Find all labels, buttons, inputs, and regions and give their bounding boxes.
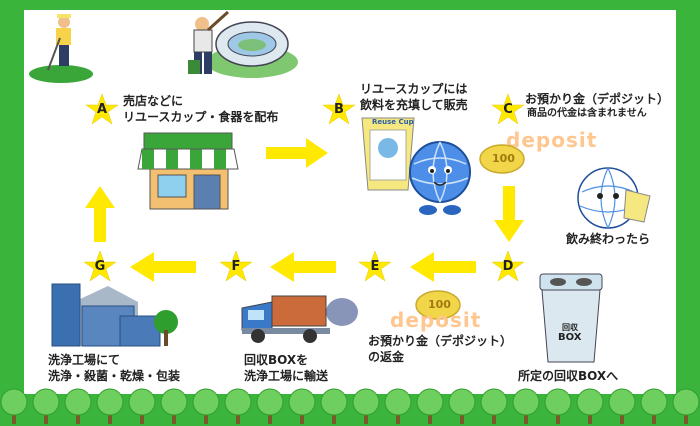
tree-row-decoration: [0, 388, 700, 424]
tree-crown: [640, 388, 668, 416]
step-d-star-icon: [491, 250, 525, 282]
step-a-star-icon: [85, 93, 119, 125]
tree-crown: [576, 388, 604, 416]
arrow-e-to-f: [270, 252, 336, 282]
tree-crown: [128, 388, 156, 416]
tree-crown: [288, 388, 316, 416]
tree-crown: [448, 388, 476, 416]
step-a-letter: A: [96, 102, 108, 117]
tree-trunk: [556, 410, 560, 424]
coin-value-bottom: 100: [428, 298, 451, 311]
tree-crown: [544, 388, 572, 416]
tree-trunk: [588, 410, 592, 424]
refund-coin-icon: [415, 290, 461, 320]
tree-crown: [256, 388, 284, 416]
factory-illustration: [51, 283, 178, 347]
step-c-text-line1: お預かり金（デポジット）: [525, 92, 670, 106]
tree-crown: [32, 388, 60, 416]
after-drinking-label: 飲み終わったら: [566, 232, 651, 246]
step-g-star-icon: [83, 250, 117, 282]
tree-trunk: [364, 410, 368, 424]
step-g-letter: G: [94, 259, 106, 274]
step-g-text-line1: 洗浄工場にて: [48, 353, 121, 367]
tree-crown: [0, 388, 28, 416]
tree-crown: [64, 388, 92, 416]
step-c-letter: C: [503, 102, 513, 117]
tree-trunk: [460, 410, 464, 424]
arrow-a-to-b: [266, 138, 328, 168]
tree-trunk: [652, 410, 656, 424]
step-e-text-line2: の返金: [368, 350, 405, 364]
tree-crown: [384, 388, 412, 416]
globe-mascot-icon: [409, 141, 471, 215]
reuse-cup-illustration: [361, 117, 415, 191]
tree-crown: [96, 388, 124, 416]
step-a-text-line1: 売店などに: [123, 94, 184, 108]
step-b-text-line1: リユースカップには: [360, 82, 468, 96]
step-c-text-line2: 商品の代金は含まれません: [527, 108, 647, 119]
arrow-f-to-g: [130, 252, 196, 282]
arrow-d-to-e: [410, 252, 476, 282]
tree-crown: [512, 388, 540, 416]
step-a-text-line2: リユースカップ・食器を配布: [123, 110, 279, 124]
deposit-watermark-top: deposit: [506, 128, 598, 152]
tree-trunk: [396, 410, 400, 424]
box-label-bottom: BOX: [558, 332, 582, 343]
step-f-letter: F: [231, 259, 241, 274]
step-c-star-icon: [491, 93, 525, 125]
stadium-illustration: [188, 10, 298, 78]
golfer-illustration: [29, 14, 93, 83]
step-e-text-line1: お預かり金（デポジット）: [368, 334, 513, 348]
step-g-text-line2: 洗浄・殺菌・乾燥・包装: [48, 369, 181, 383]
step-f-star-icon: [219, 250, 253, 282]
tree-trunk: [332, 410, 336, 424]
tree-trunk: [108, 410, 112, 424]
step-b-letter: B: [334, 102, 344, 117]
shop-illustration: [137, 132, 239, 210]
coin-value-top: 100: [492, 152, 515, 165]
drinking-globe-mascot-icon: [577, 167, 651, 229]
tree-trunk: [44, 410, 48, 424]
tree-crown: [672, 388, 700, 416]
tree-trunk: [268, 410, 272, 424]
tree-trunk: [236, 410, 240, 424]
step-e-letter: E: [370, 259, 380, 274]
step-b-star-icon: [322, 93, 356, 125]
tree-crown: [480, 388, 508, 416]
tree-crown: [352, 388, 380, 416]
tree-crown: [192, 388, 220, 416]
tree-trunk: [524, 410, 528, 424]
tree-trunk: [76, 410, 80, 424]
arrow-c-to-d: [494, 186, 524, 242]
cup-brand-label: Reuse Cup: [372, 118, 414, 126]
arrow-g-to-a: [85, 186, 115, 242]
tree-crown: [416, 388, 444, 416]
tree-crown: [224, 388, 252, 416]
step-d-text: 所定の回収BOXへ: [518, 369, 619, 383]
step-f-text-line2: 洗浄工場に輸送: [244, 369, 329, 383]
step-e-star-icon: [358, 250, 392, 282]
truck-illustration: [241, 295, 358, 343]
tree-trunk: [684, 410, 688, 424]
tree-trunk: [300, 410, 304, 424]
tree-trunk: [620, 410, 624, 424]
tree-trunk: [204, 410, 208, 424]
collection-box-illustration: [539, 273, 603, 363]
tree-trunk: [428, 410, 432, 424]
box-label-top: 回収: [562, 323, 578, 332]
step-f-text-line1: 回収BOXを: [244, 353, 309, 367]
tree-trunk: [140, 410, 144, 424]
tree-crown: [160, 388, 188, 416]
tree-trunk: [12, 410, 16, 424]
tree-crown: [608, 388, 636, 416]
step-d-letter: D: [502, 259, 514, 274]
deposit-watermark-bottom: deposit: [390, 308, 482, 332]
deposit-coin-icon: [479, 144, 525, 174]
tree-crown: [320, 388, 348, 416]
tree-trunk: [492, 410, 496, 424]
tree-trunk: [172, 410, 176, 424]
step-b-text-line2: 飲料を充填して販売: [360, 98, 468, 112]
